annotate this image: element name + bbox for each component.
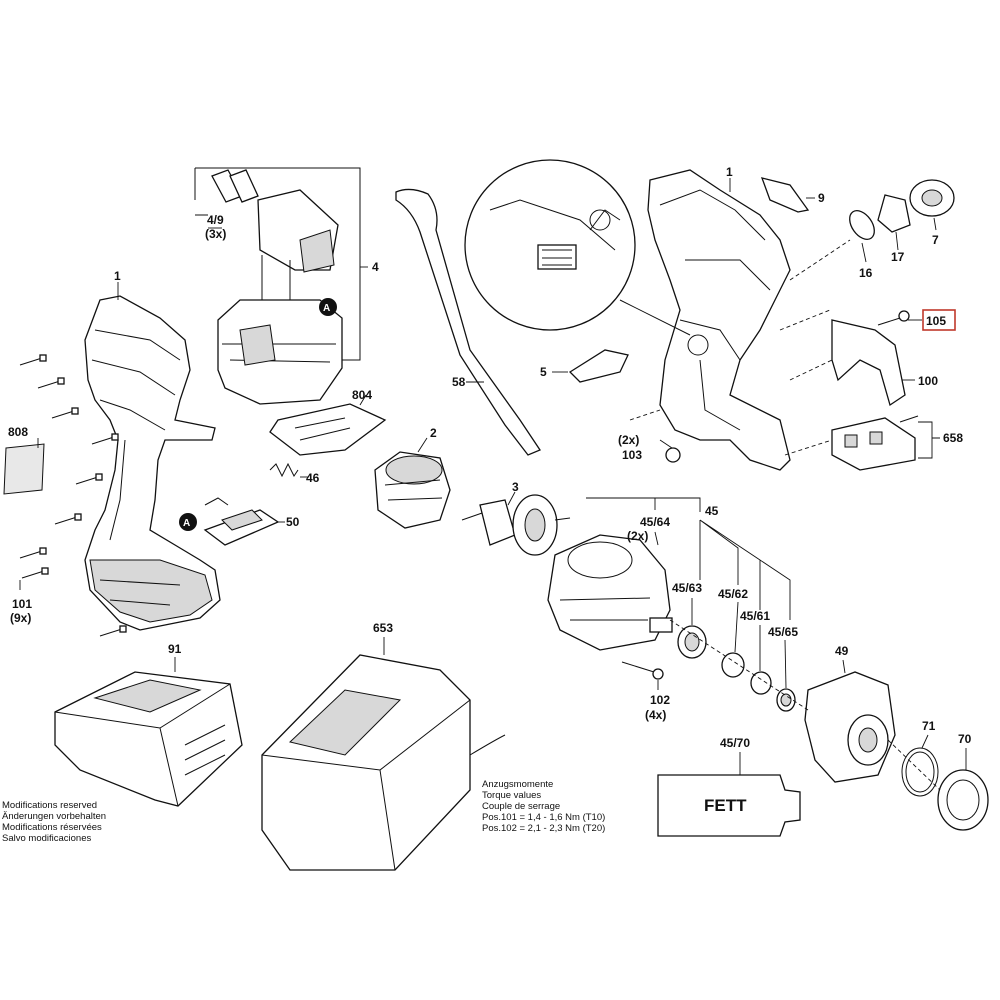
- label-p101-qty: (9x): [10, 611, 31, 625]
- label-p4-9-qty: (3x): [205, 227, 226, 241]
- rotor-3: [461, 494, 571, 556]
- assembly-guide-lines: [629, 239, 941, 791]
- label-p5: 5: [540, 365, 547, 379]
- detail-magnifier: [464, 159, 691, 336]
- gear-housing-45: [547, 534, 673, 651]
- highlight-box-105: [922, 309, 956, 331]
- label-p45-63: 45/63: [672, 581, 702, 595]
- modifications-notice: Modifications reserved Änderungen vorbeh…: [2, 800, 106, 844]
- label-p45-61: 45/61: [740, 609, 770, 623]
- marker-a-bottom-letter: A: [183, 518, 190, 529]
- label-p7: 7: [932, 233, 939, 247]
- front-cap-49: [804, 671, 896, 783]
- torque-title-de: Anzugsmomente: [482, 779, 554, 790]
- label-p2: 2: [430, 426, 437, 440]
- label-p46: 46: [306, 471, 320, 485]
- label-p45-62: 45/62: [718, 587, 748, 601]
- label-p71: 71: [922, 719, 936, 733]
- stator-2: [374, 451, 451, 529]
- screws-101: [19, 354, 127, 637]
- label-p103-qty: (2x): [618, 433, 639, 447]
- label-p45-65: 45/65: [768, 625, 798, 639]
- label-p101: 101: [12, 597, 32, 611]
- torque-row-101: Pos.101 = 1,4 - 1,6 Nm (T10): [482, 812, 606, 823]
- label-p70: 70: [958, 732, 972, 746]
- part-5: [568, 349, 629, 383]
- cap-parts-16-17-7: [849, 179, 955, 240]
- torque-values-note: Anzugsmomente Torque values Couple de se…: [482, 779, 605, 834]
- label-p58: 58: [452, 375, 466, 389]
- label-p45: 45: [705, 504, 719, 518]
- label-plate-9: [760, 177, 810, 213]
- grease-tube-label: FETT: [704, 796, 747, 815]
- label-p17: 17: [891, 250, 905, 264]
- belt-strap-58: [395, 188, 541, 456]
- label-p1-right: 1: [726, 165, 733, 179]
- nut-103: [665, 447, 681, 463]
- label-p4: 4: [372, 260, 379, 274]
- label-p100: 100: [918, 374, 938, 388]
- label-p653: 653: [373, 621, 393, 635]
- label-p102: 102: [650, 693, 670, 707]
- label-p45-64: 45/64: [640, 515, 670, 529]
- label-p45-64-qty: (2x): [627, 529, 648, 543]
- label-p804: 804: [352, 388, 372, 402]
- modifications-line-fr: Modifications réservées: [2, 822, 102, 833]
- label-p50: 50: [286, 515, 300, 529]
- o-ring-71: [901, 747, 939, 797]
- switch-cover-50: [203, 497, 280, 546]
- label-p658: 658: [943, 431, 963, 445]
- label-sticker-808: [3, 443, 45, 495]
- label-p808: 808: [8, 425, 28, 439]
- electronics-board-804: [269, 403, 387, 456]
- right-housing-half: [647, 169, 791, 471]
- left-housing-half: [84, 295, 221, 631]
- torque-title-en: Torque values: [482, 790, 542, 801]
- battery-pack-91: [54, 671, 243, 807]
- torque-title-fr: Couple de serrage: [482, 801, 561, 812]
- label-p45-70: 45/70: [720, 736, 750, 750]
- label-p49: 49: [835, 644, 849, 658]
- torque-row-102: Pos.102 = 2,1 - 2,3 Nm (T20): [482, 823, 606, 834]
- label-p16: 16: [859, 266, 873, 280]
- label-p91: 91: [168, 642, 182, 656]
- marker-a-top: [319, 298, 337, 316]
- label-p9: 9: [818, 191, 825, 205]
- bit-holder-658: [831, 415, 919, 471]
- label-p3: 3: [512, 480, 519, 494]
- marker-a-bottom: [179, 513, 197, 531]
- belt-clip-100: [831, 319, 906, 407]
- sleeve-70: [937, 769, 989, 831]
- label-p1-left: 1: [114, 269, 121, 283]
- marker-a-top-letter: A: [323, 303, 330, 314]
- modifications-line-de: Änderungen vorbehalten: [2, 811, 107, 822]
- screw-105: [877, 310, 910, 326]
- spring-46: [269, 462, 299, 478]
- part-labels: 1 1 4 4/9 (3x) 58 5 9 16 17 7 105 100 65…: [8, 165, 972, 815]
- modifications-line-es: Salvo modificaciones: [2, 833, 92, 844]
- modifications-line-en: Modifications reserved: [2, 800, 98, 811]
- label-p4-9: 4/9: [207, 213, 224, 227]
- grease-tube-45-70: [657, 774, 801, 837]
- label-p102-qty: (4x): [645, 708, 666, 722]
- label-p103: 103: [622, 448, 642, 462]
- leader-lines: [19, 178, 967, 775]
- switch-assembly: [194, 167, 361, 405]
- rings-45-63-62-61-65: [677, 625, 796, 712]
- charger-653: [261, 654, 506, 871]
- label-p105: 105: [926, 314, 946, 328]
- screw-102: [621, 661, 664, 680]
